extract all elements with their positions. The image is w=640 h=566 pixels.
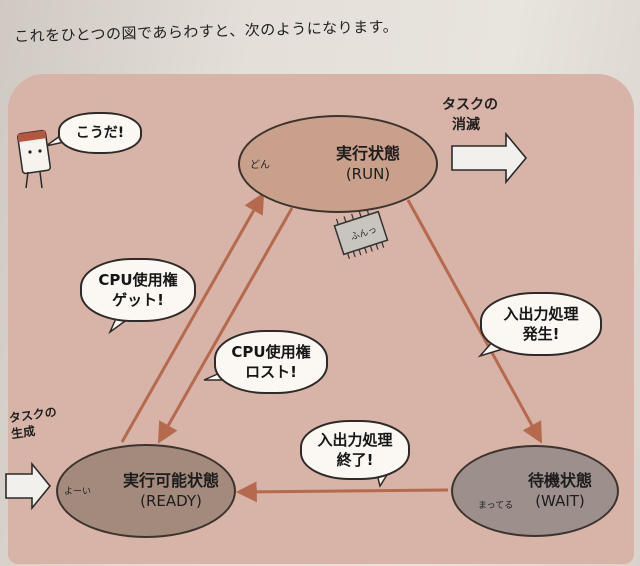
bubble-cpu-lost-line2: ロスト! xyxy=(245,363,297,381)
sfx-yoi: よーい xyxy=(64,487,92,497)
state-run-name: 実行状態 xyxy=(335,143,400,163)
bubble-io-end-line1: 入出力処理 xyxy=(317,430,393,449)
state-ready-name: 実行可能状態 xyxy=(122,470,219,490)
state-wait-en: (WAIT) xyxy=(535,491,585,510)
bubble-io-end-line2: 終了! xyxy=(336,451,374,469)
state-ready: 実行可能状態 (READY) xyxy=(56,444,236,538)
bubble-cpu-lost-line1: CPU使用権 xyxy=(231,342,311,361)
arrow-wait-to-ready xyxy=(235,481,449,503)
state-wait-name: 待機状態 xyxy=(527,470,592,490)
arrow-task-create xyxy=(5,461,52,511)
arrow-ready-to-run xyxy=(120,192,265,443)
label-task-vanish-line2: 消滅 xyxy=(452,116,480,133)
bubble-cpu-get-line2: ゲット! xyxy=(112,291,164,309)
bubble-cpu-lost: CPU使用権 ロスト! xyxy=(214,330,328,394)
bubble-kouda: こうだ! xyxy=(58,112,142,154)
state-wait: 待機状態 (WAIT) xyxy=(451,445,619,537)
cpu-chip-icon xyxy=(333,208,389,260)
bubble-io-start-line1: 入出力処理 xyxy=(503,304,579,323)
bubble-cpu-get: CPU使用権 ゲット! xyxy=(80,258,196,322)
bubble-io-start: 入出力処理 発生! xyxy=(480,292,602,356)
bubble-io-end: 入出力処理 終了! xyxy=(300,420,410,480)
sfx-matteru: まってる xyxy=(478,501,514,511)
bubble-kouda-text: こうだ! xyxy=(75,124,125,141)
arrow-run-to-wait xyxy=(406,199,543,444)
label-task-vanish: タスクの 消滅 xyxy=(442,96,498,135)
label-task-vanish-line1: タスクの xyxy=(442,97,498,113)
narrator-character-icon xyxy=(16,129,52,189)
arrow-run-to-ready xyxy=(157,207,294,444)
bubble-io-start-line2: 発生! xyxy=(522,325,560,343)
label-task-create: タスクの 生成 xyxy=(8,405,60,443)
state-run: 実行状態 (RUN) xyxy=(238,115,438,213)
state-run-en: (RUN) xyxy=(345,164,391,183)
bubble-cpu-get-line1: CPU使用権 xyxy=(98,270,178,289)
arrow-task-vanish xyxy=(451,131,528,185)
sfx-don: どん xyxy=(250,160,270,171)
state-ready-en: (READY) xyxy=(140,491,202,510)
